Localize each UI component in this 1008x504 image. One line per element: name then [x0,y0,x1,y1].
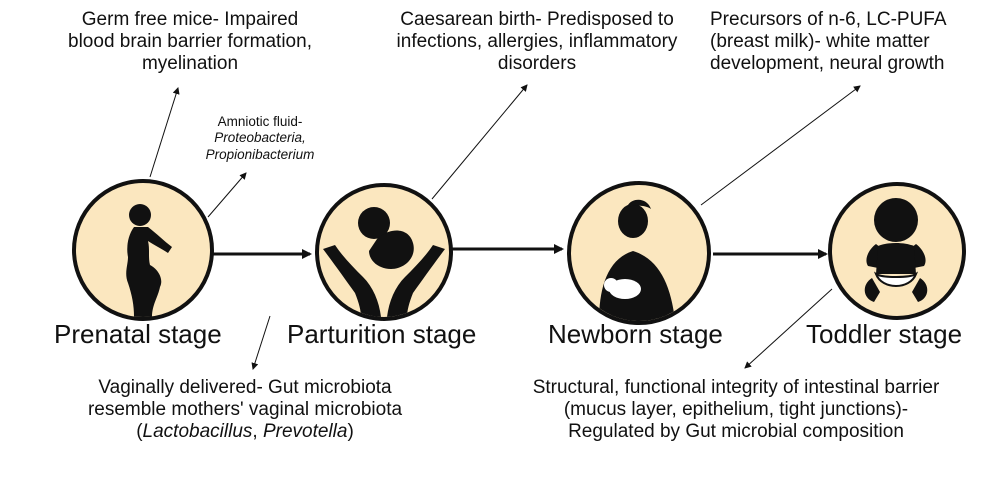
pointer-caesarean [431,84,528,200]
mother-holding-baby-icon [599,199,675,321]
annotation-germ-free: Germ free mice- Impaired blood brain bar… [68,9,312,75]
stage-circle-prenatal [72,179,214,321]
annotation-amniotic-fluid: Amniotic fluid- Proteobacteria, Propioni… [205,114,315,162]
pointer-germ-free [149,87,180,178]
stage-circle-newborn [567,181,711,325]
toddler-icon [864,198,928,302]
annotation-intestinal-barrier: Structural, functional integrity of inte… [532,377,940,443]
stage-label-newborn: Newborn stage [548,319,723,349]
pointer-vaginal [251,315,271,370]
pointer-structural [744,288,833,369]
pointer-amniotic [207,172,247,218]
annotation-precursors: Precursors of n-6, LC-PUFA (breast milk)… [710,9,947,75]
pointer-precursors [700,85,861,206]
stage-label-toddler: Toddler stage [806,319,963,349]
stage-circle-parturition [315,183,453,321]
pregnant-woman-icon [126,204,172,317]
stage-label-prenatal: Prenatal stage [54,319,222,349]
annotation-vaginal-delivery: Vaginally delivered- Gut microbiota rese… [87,377,403,443]
stage-label-parturition: Parturition stage [287,319,477,349]
annotation-caesarean-birth: Caesarean birth- Predisposed to infectio… [396,9,678,75]
stage-circle-toddler [828,182,966,320]
baby-in-hands-icon [323,207,445,317]
